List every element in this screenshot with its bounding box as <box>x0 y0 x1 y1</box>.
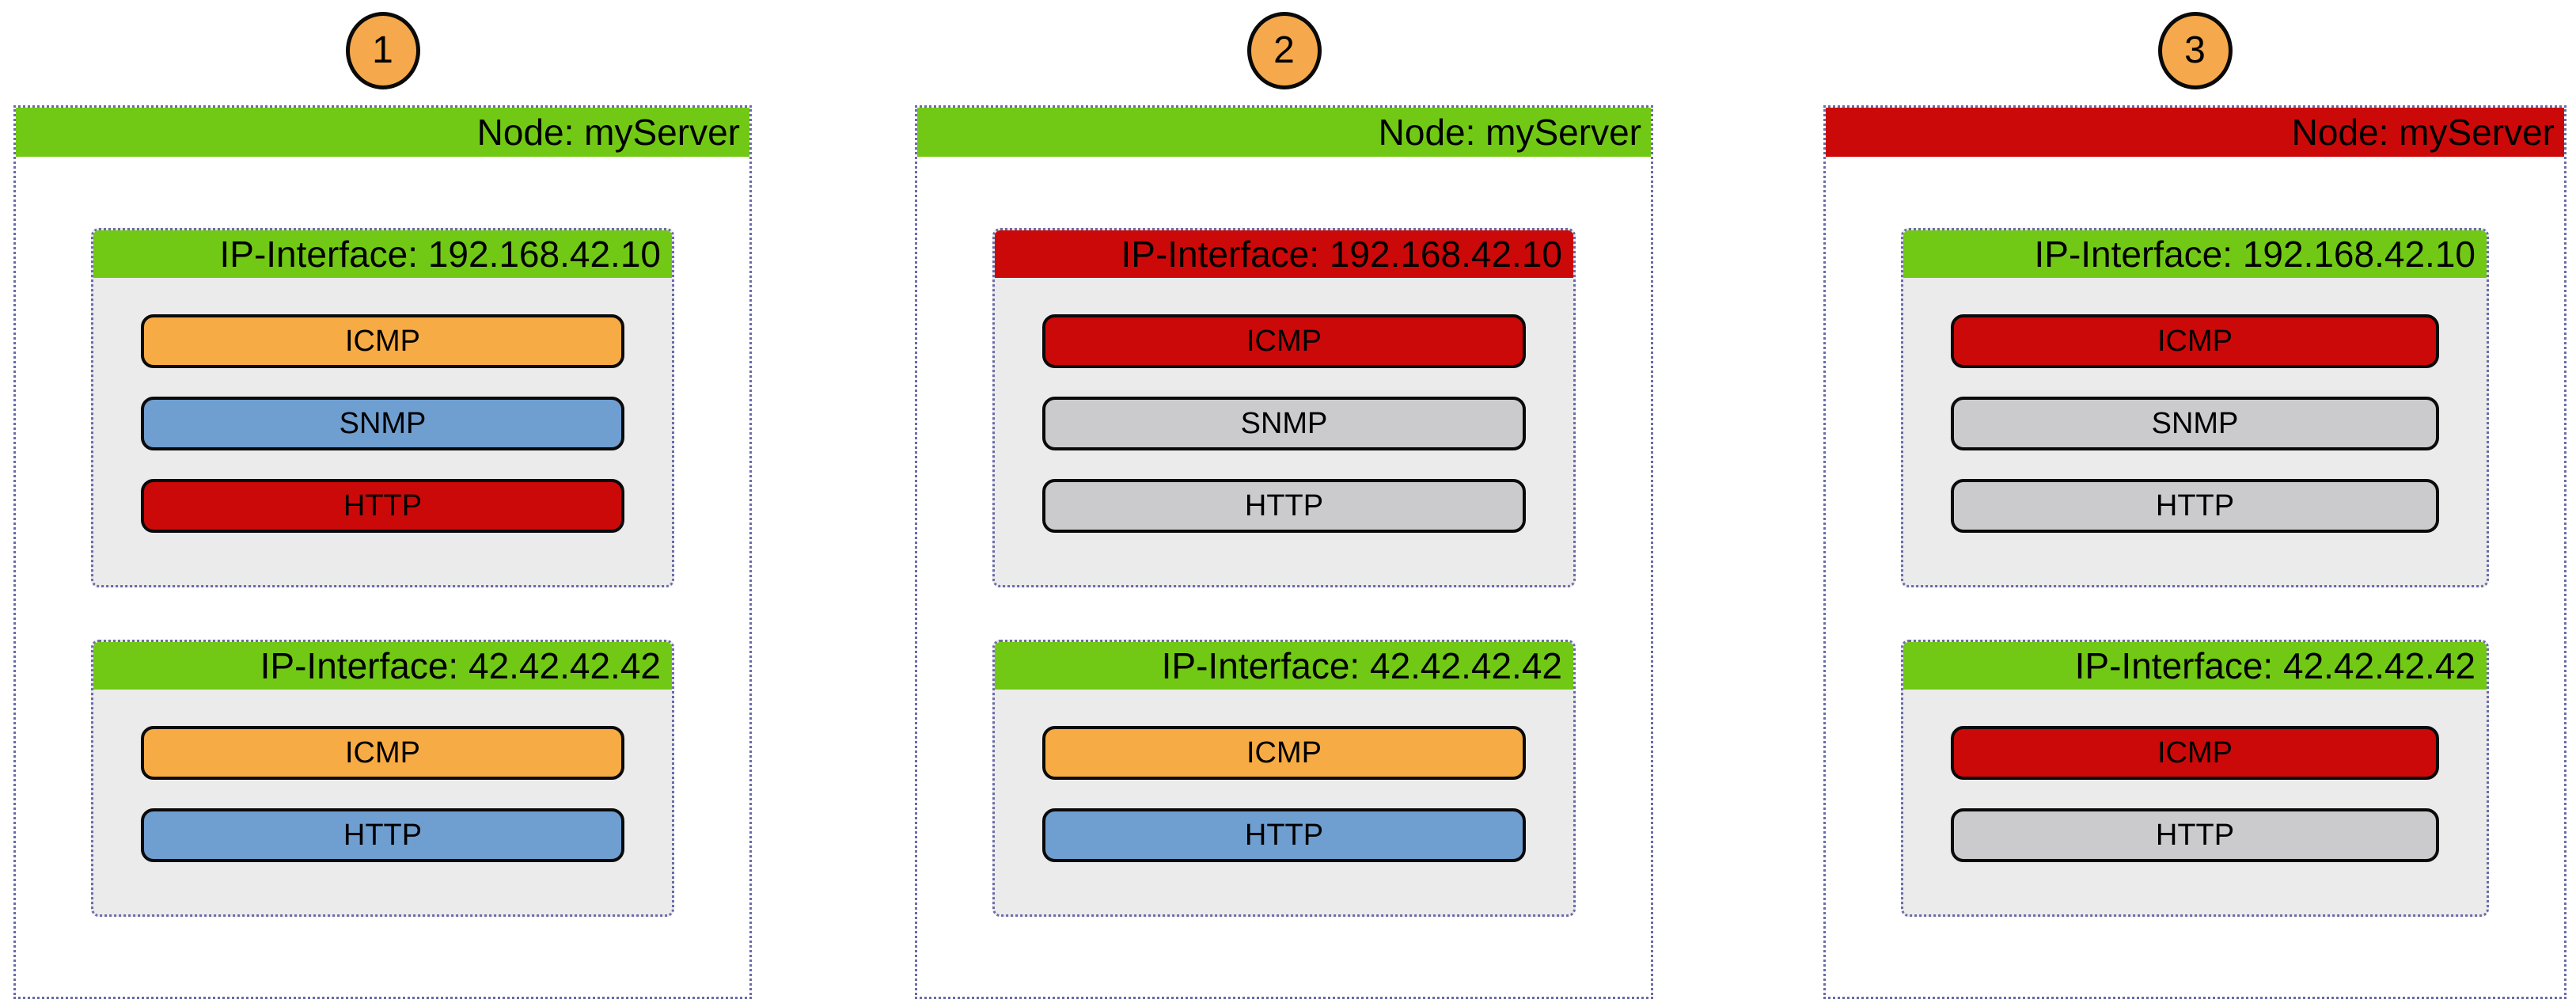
node-body: IP-Interface: 192.168.42.10 ICMP SNMP HT… <box>1826 157 2564 917</box>
node-header: Node: myServer <box>1826 108 2564 157</box>
ip-interface-title: IP-Interface: 192.168.42.10 <box>2034 234 2475 275</box>
ip-interface-title: IP-Interface: 192.168.42.10 <box>1121 234 1562 275</box>
node-box: Node: myServer IP-Interface: 192.168.42.… <box>1823 105 2567 999</box>
service-icmp: ICMP <box>1042 726 1526 780</box>
node-header: Node: myServer <box>917 108 1651 157</box>
service-label: ICMP <box>345 324 420 358</box>
service-icmp: ICMP <box>1951 726 2439 780</box>
service-icmp: ICMP <box>141 314 624 368</box>
ip-interface-title: IP-Interface: 192.168.42.10 <box>219 234 661 275</box>
service-label: HTTP <box>2155 818 2235 852</box>
service-label: SNMP <box>2151 406 2239 440</box>
service-label: ICMP <box>2157 324 2233 358</box>
ip-interface-body: ICMP HTTP <box>93 690 672 914</box>
service-snmp: SNMP <box>1042 397 1526 450</box>
node-body: IP-Interface: 192.168.42.10 ICMP SNMP HT… <box>16 157 749 917</box>
ip-interface-box: IP-Interface: 192.168.42.10 ICMP SNMP HT… <box>1901 228 2489 587</box>
service-label: ICMP <box>1246 735 1322 770</box>
step-badge-3: 3 <box>2157 12 2233 89</box>
ip-interface-body: ICMP HTTP <box>995 690 1573 914</box>
service-label: ICMP <box>345 735 420 770</box>
node-title: Node: myServer <box>1378 112 1641 153</box>
ip-interface-box: IP-Interface: 192.168.42.10 ICMP SNMP HT… <box>91 228 674 587</box>
ip-interface-box: IP-Interface: 192.168.42.10 ICMP SNMP HT… <box>992 228 1576 587</box>
service-http: HTTP <box>1951 808 2439 862</box>
service-http: HTTP <box>141 808 624 862</box>
node-box: Node: myServer IP-Interface: 192.168.42.… <box>13 105 752 999</box>
step-badge-2-number: 2 <box>1273 29 1295 71</box>
service-label: HTTP <box>343 818 423 852</box>
ip-interface-box: IP-Interface: 42.42.42.42 ICMP HTTP <box>992 640 1576 917</box>
ip-interface-title: IP-Interface: 42.42.42.42 <box>2074 645 2475 686</box>
node-box: Node: myServer IP-Interface: 192.168.42.… <box>915 105 1653 999</box>
step-badge-3-number: 3 <box>2184 29 2206 71</box>
ip-interface-title: IP-Interface: 42.42.42.42 <box>1161 645 1562 686</box>
service-snmp: SNMP <box>1951 397 2439 450</box>
service-icmp: ICMP <box>1951 314 2439 368</box>
step-badge-1: 1 <box>345 12 420 89</box>
service-icmp: ICMP <box>141 726 624 780</box>
service-label: HTTP <box>1244 488 1324 522</box>
service-label: SNMP <box>1240 406 1328 440</box>
service-http: HTTP <box>141 479 624 533</box>
service-http: HTTP <box>1042 808 1526 862</box>
scenario-1: 1 Node: myServer IP-Interface: 192.168.4… <box>13 0 752 1007</box>
node-title: Node: myServer <box>2291 112 2555 153</box>
scenario-3: 3 Node: myServer IP-Interface: 192.168.4… <box>1823 0 2567 1007</box>
ip-interface-body: ICMP SNMP HTTP <box>93 278 672 585</box>
ip-interface-body: ICMP SNMP HTTP <box>1903 278 2487 585</box>
step-badge-1-number: 1 <box>372 29 393 71</box>
ip-interface-body: ICMP HTTP <box>1903 690 2487 914</box>
node-title: Node: myServer <box>476 112 740 153</box>
service-label: HTTP <box>343 488 423 522</box>
scenario-1-badge-row: 1 <box>13 0 752 105</box>
ip-interface-box: IP-Interface: 42.42.42.42 ICMP HTTP <box>91 640 674 917</box>
node-body: IP-Interface: 192.168.42.10 ICMP SNMP HT… <box>917 157 1651 917</box>
scenario-2: 2 Node: myServer IP-Interface: 192.168.4… <box>915 0 1653 1007</box>
ip-interface-header: IP-Interface: 42.42.42.42 <box>1903 642 2487 690</box>
ip-interface-header: IP-Interface: 192.168.42.10 <box>995 230 1573 278</box>
service-icmp: ICMP <box>1042 314 1526 368</box>
ip-interface-header: IP-Interface: 192.168.42.10 <box>1903 230 2487 278</box>
service-label: SNMP <box>339 406 427 440</box>
ip-interface-title: IP-Interface: 42.42.42.42 <box>260 645 661 686</box>
scenario-2-badge-row: 2 <box>915 0 1653 105</box>
service-http: HTTP <box>1951 479 2439 533</box>
service-label: ICMP <box>1246 324 1322 358</box>
ip-interface-box: IP-Interface: 42.42.42.42 ICMP HTTP <box>1901 640 2489 917</box>
ip-interface-header: IP-Interface: 192.168.42.10 <box>93 230 672 278</box>
service-snmp: SNMP <box>141 397 624 450</box>
ip-interface-header: IP-Interface: 42.42.42.42 <box>93 642 672 690</box>
step-badge-2: 2 <box>1246 12 1322 89</box>
service-http: HTTP <box>1042 479 1526 533</box>
ip-interface-body: ICMP SNMP HTTP <box>995 278 1573 585</box>
service-label: ICMP <box>2157 735 2233 770</box>
scenario-3-badge-row: 3 <box>1823 0 2567 105</box>
node-header: Node: myServer <box>16 108 749 157</box>
ip-interface-header: IP-Interface: 42.42.42.42 <box>995 642 1573 690</box>
service-label: HTTP <box>2155 488 2235 522</box>
service-label: HTTP <box>1244 818 1324 852</box>
